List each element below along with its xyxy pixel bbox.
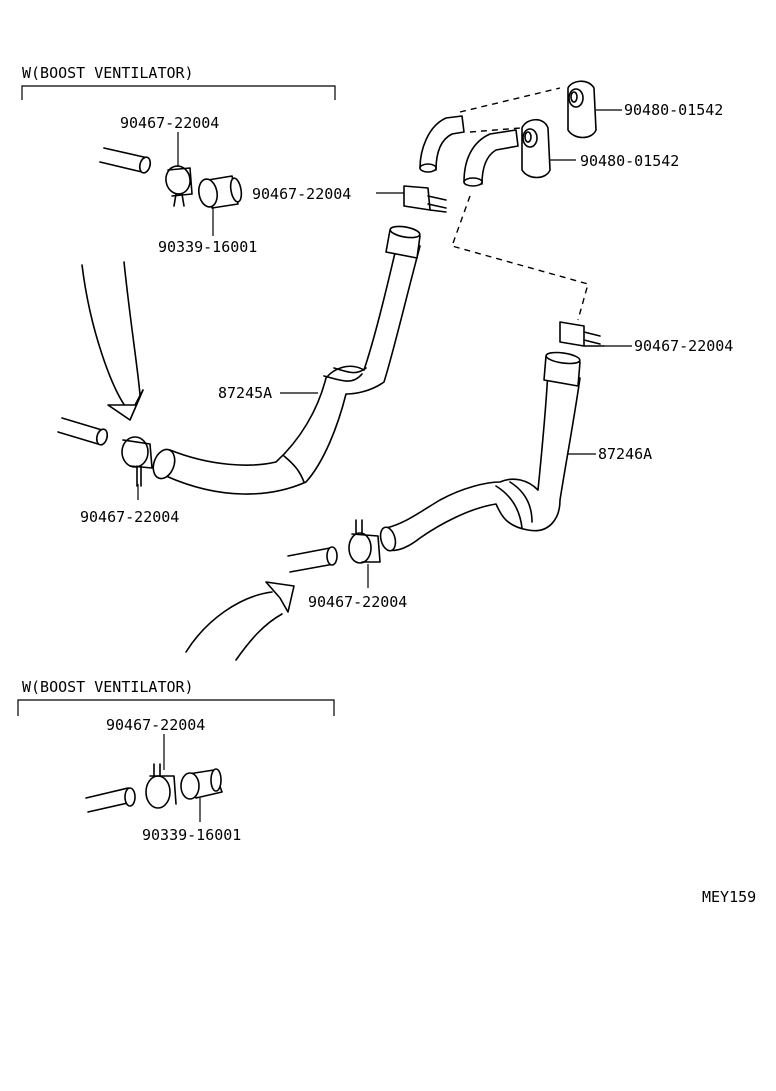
pipe-upper-right	[463, 129, 519, 185]
clamp-right-bottom-label: 90467-22004	[308, 593, 407, 611]
hose-right	[385, 369, 581, 552]
inset-bottom-pipe	[85, 787, 136, 813]
grommet-lower	[521, 118, 551, 179]
grommet-lower-label: 90480-01542	[580, 152, 679, 170]
clamp-left-bottom-label: 90467-22004	[80, 508, 179, 526]
inset-bottom-title: W(BOOST VENTILATOR)	[22, 678, 194, 696]
inset-top-hose-label: 90339-16001	[158, 238, 257, 256]
clamp-right-bottom	[348, 519, 381, 564]
grommet-upper-label: 90480-01542	[624, 101, 723, 119]
inset-top-title: W(BOOST VENTILATOR)	[22, 64, 194, 82]
clamp-top	[403, 185, 447, 213]
guide-lower	[451, 195, 589, 321]
inset-top-bracket	[21, 85, 336, 100]
clamp-right	[559, 321, 605, 347]
inset-bottom-hose-label: 90339-16001	[142, 826, 241, 844]
inset-top: W(BOOST VENTILATOR) 90467-22004 90339-16…	[21, 64, 336, 256]
inset-top-clamp	[165, 165, 193, 207]
inset-bottom-bracket	[17, 699, 335, 716]
upper-pipes: 90480-01542 90480-01542 90467-22004	[252, 80, 723, 321]
hose-left-label: 87245A	[218, 384, 272, 402]
hose-right-label: 87246A	[598, 445, 652, 463]
inset-top-hose	[198, 175, 243, 209]
arrow-bottom	[185, 581, 295, 661]
arrow-top	[81, 261, 144, 421]
inset-bottom-clamp-label: 90467-22004	[106, 716, 205, 734]
pipe-upper-left	[419, 115, 465, 171]
hose-right-assembly: 90467-22004 87246A 90467-22004	[287, 321, 733, 611]
guide-mid	[469, 127, 521, 133]
inset-bottom-clamp	[145, 763, 177, 809]
hose-left-assembly: 87245A 90467-22004	[57, 225, 421, 526]
hose-left	[165, 239, 421, 495]
clamp-right-label: 90467-22004	[634, 337, 733, 355]
inset-top-clamp-label: 90467-22004	[120, 114, 219, 132]
grommet-upper	[567, 80, 597, 139]
clamp-top-label: 90467-22004	[252, 185, 351, 203]
guide-upper	[459, 87, 561, 113]
diagram-code: MEY159	[702, 888, 756, 906]
inset-top-pipe	[99, 147, 152, 174]
inset-bottom: W(BOOST VENTILATOR) 90467-22004 90339-16…	[17, 678, 335, 844]
inset-bottom-hose	[180, 768, 223, 800]
